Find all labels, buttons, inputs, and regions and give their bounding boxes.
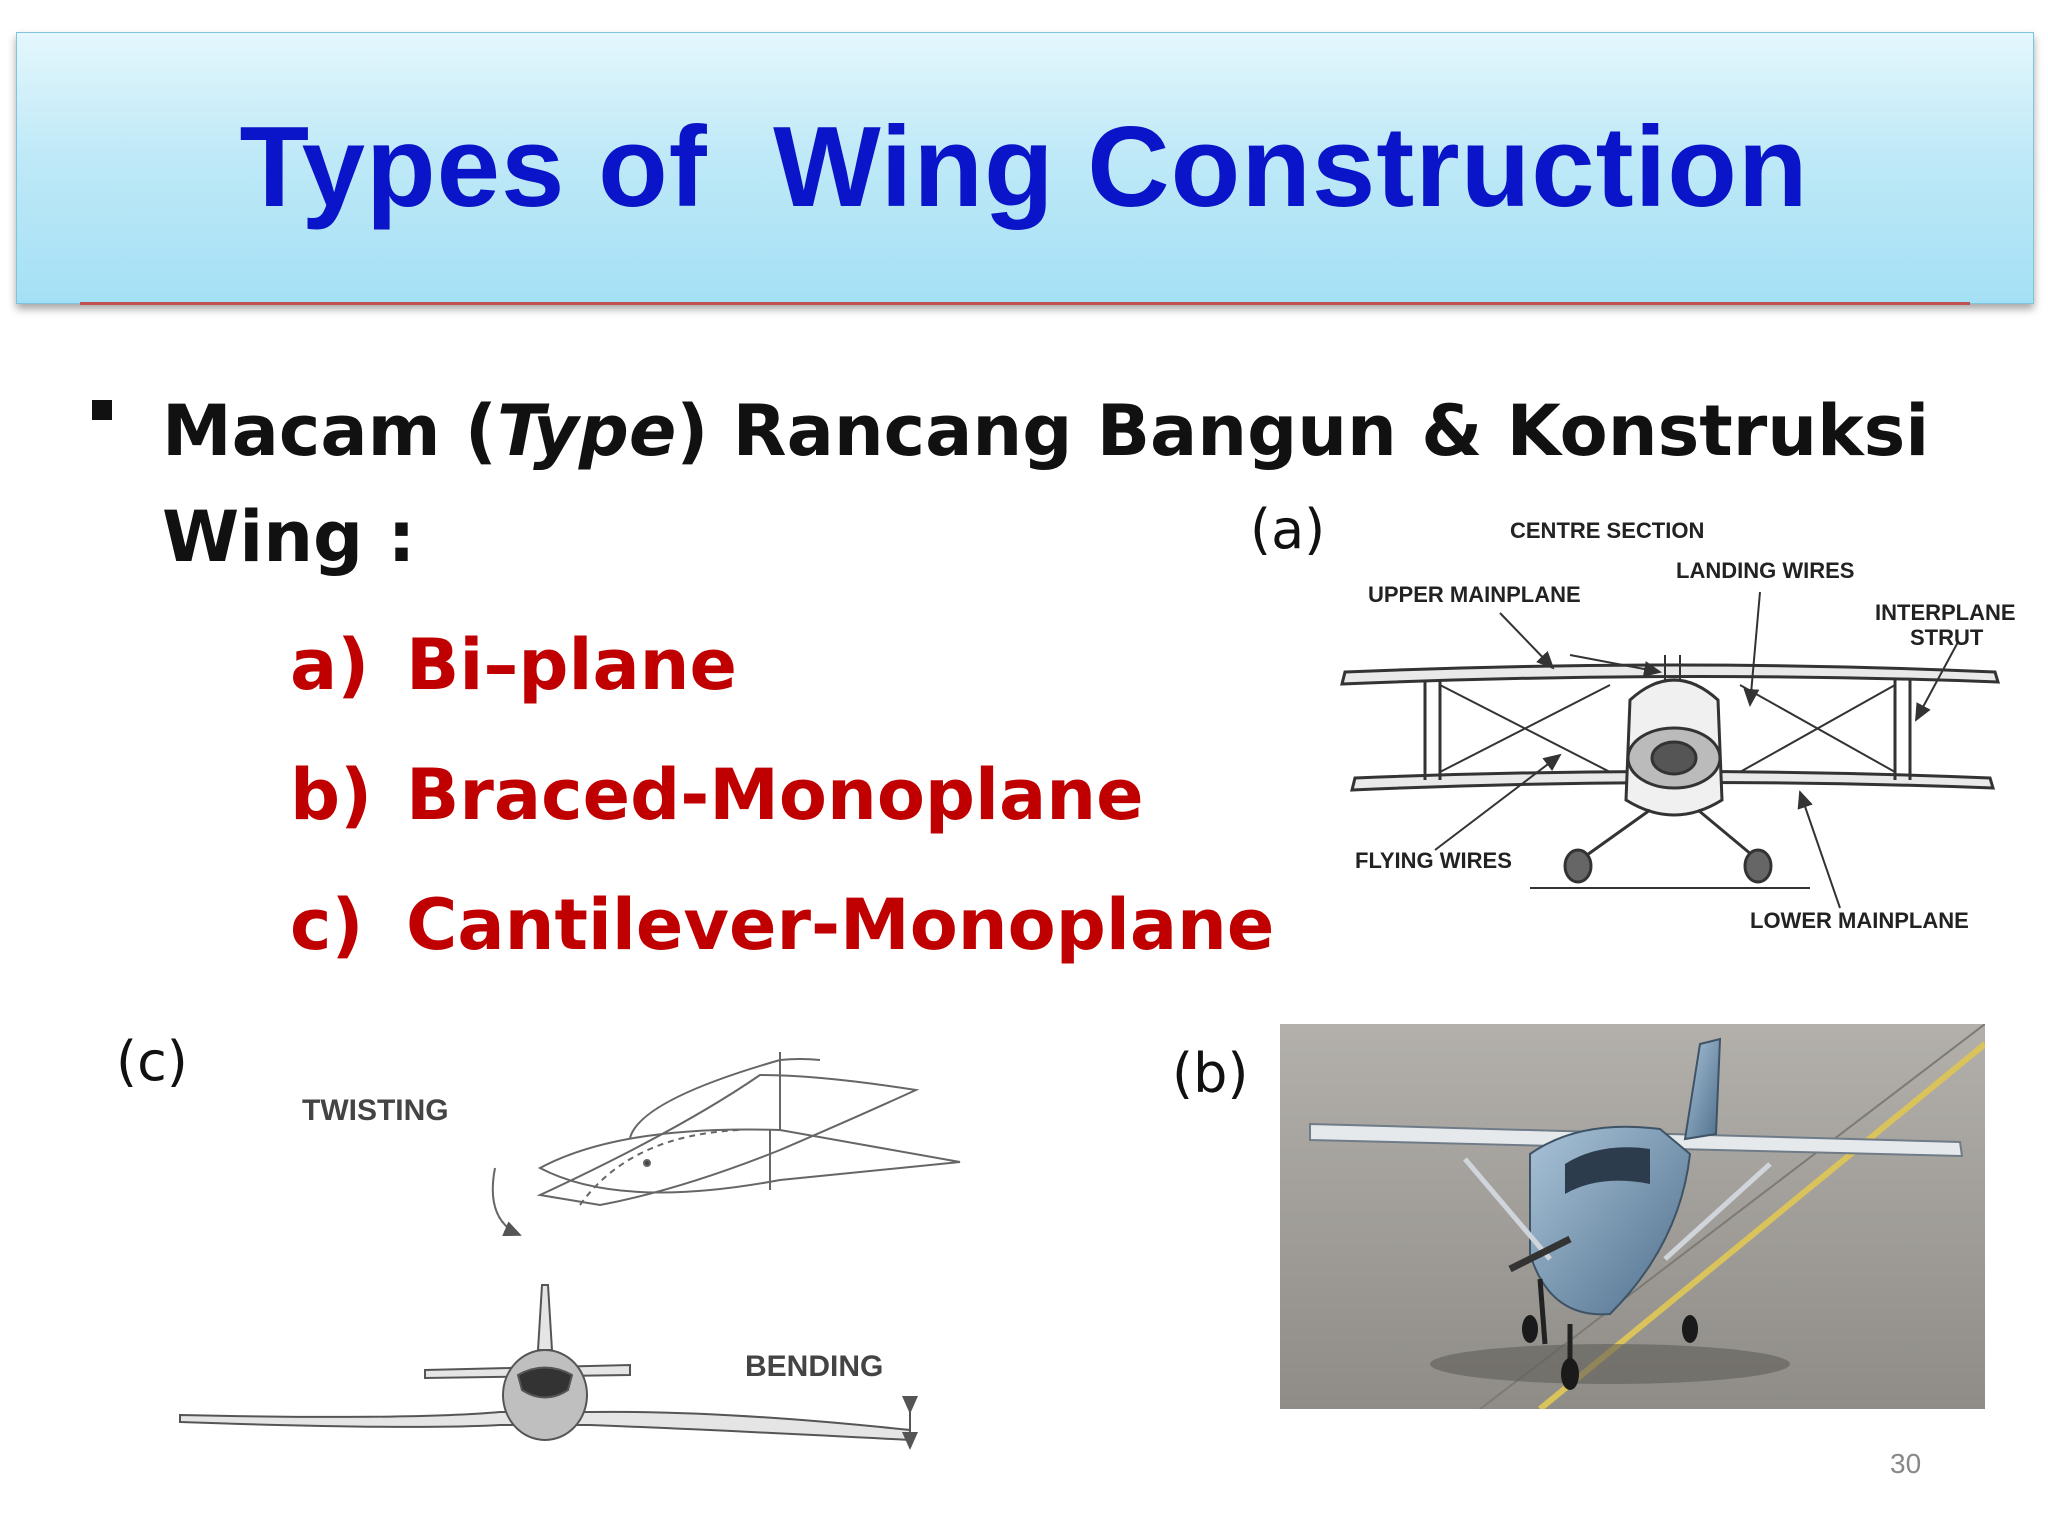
list-item-text: Cantilever-Monoplane — [406, 884, 1275, 966]
list-item-biplane: a) Bi–plane — [290, 620, 737, 710]
callout-upper-mainplane: UPPER MAINPLANE — [1368, 582, 1581, 607]
list-marker: c) — [290, 884, 364, 966]
callout-interplane-strut-1: INTERPLANE — [1875, 600, 2016, 625]
figure-a-label: (a) — [1250, 498, 1326, 561]
bullet-italic-type: Type — [496, 390, 677, 472]
bullet-suffix: ) Rancang Bangun & Konstruksi — [676, 390, 1930, 472]
bullet-line-1: Macam (Type) Rancang Bangun & Konstruksi — [162, 378, 1929, 484]
title-box — [16, 32, 2034, 304]
callout-lower-mainplane: LOWER MAINPLANE — [1750, 908, 1969, 933]
list-item-text: Braced-Monoplane — [406, 754, 1144, 836]
wing-twisting-bending-diagram: TWISTING BENDING — [179, 1052, 961, 1450]
bullet-square-icon — [92, 400, 112, 420]
list-item-braced-monoplane: b) Braced-Monoplane — [290, 750, 1144, 840]
callout-interplane-strut-2: STRUT — [1910, 625, 1984, 650]
bullet-prefix: Macam ( — [162, 390, 497, 472]
page-number: 30 — [1890, 1448, 1922, 1479]
biplane-diagram: CENTRE SECTION LANDING WIRES UPPER MAINP… — [1340, 518, 2016, 933]
callout-centre-section: CENTRE SECTION — [1510, 518, 1704, 543]
braced-monoplane-photo — [1280, 1024, 1985, 1409]
callout-twisting: TWISTING — [302, 1094, 449, 1127]
title-underline — [80, 302, 1970, 305]
bullet-text: Macam (Type) Rancang Bangun & Konstruksi… — [162, 378, 1929, 590]
figure-c-label: (c) — [116, 1030, 188, 1093]
bullet-line-2: Wing : — [162, 496, 416, 578]
slide-title: Types of Wing Construction — [239, 104, 1809, 231]
callout-bending: BENDING — [745, 1350, 883, 1383]
callout-flying-wires: FLYING WIRES — [1355, 848, 1512, 873]
list-item-cantilever-monoplane: c) Cantilever-Monoplane — [290, 880, 1274, 970]
list-item-text: Bi–plane — [406, 624, 737, 706]
figure-b-label: (b) — [1172, 1042, 1249, 1105]
list-marker: b) — [290, 754, 373, 836]
list-marker: a) — [290, 624, 370, 706]
callout-landing-wires: LANDING WIRES — [1676, 558, 1854, 583]
